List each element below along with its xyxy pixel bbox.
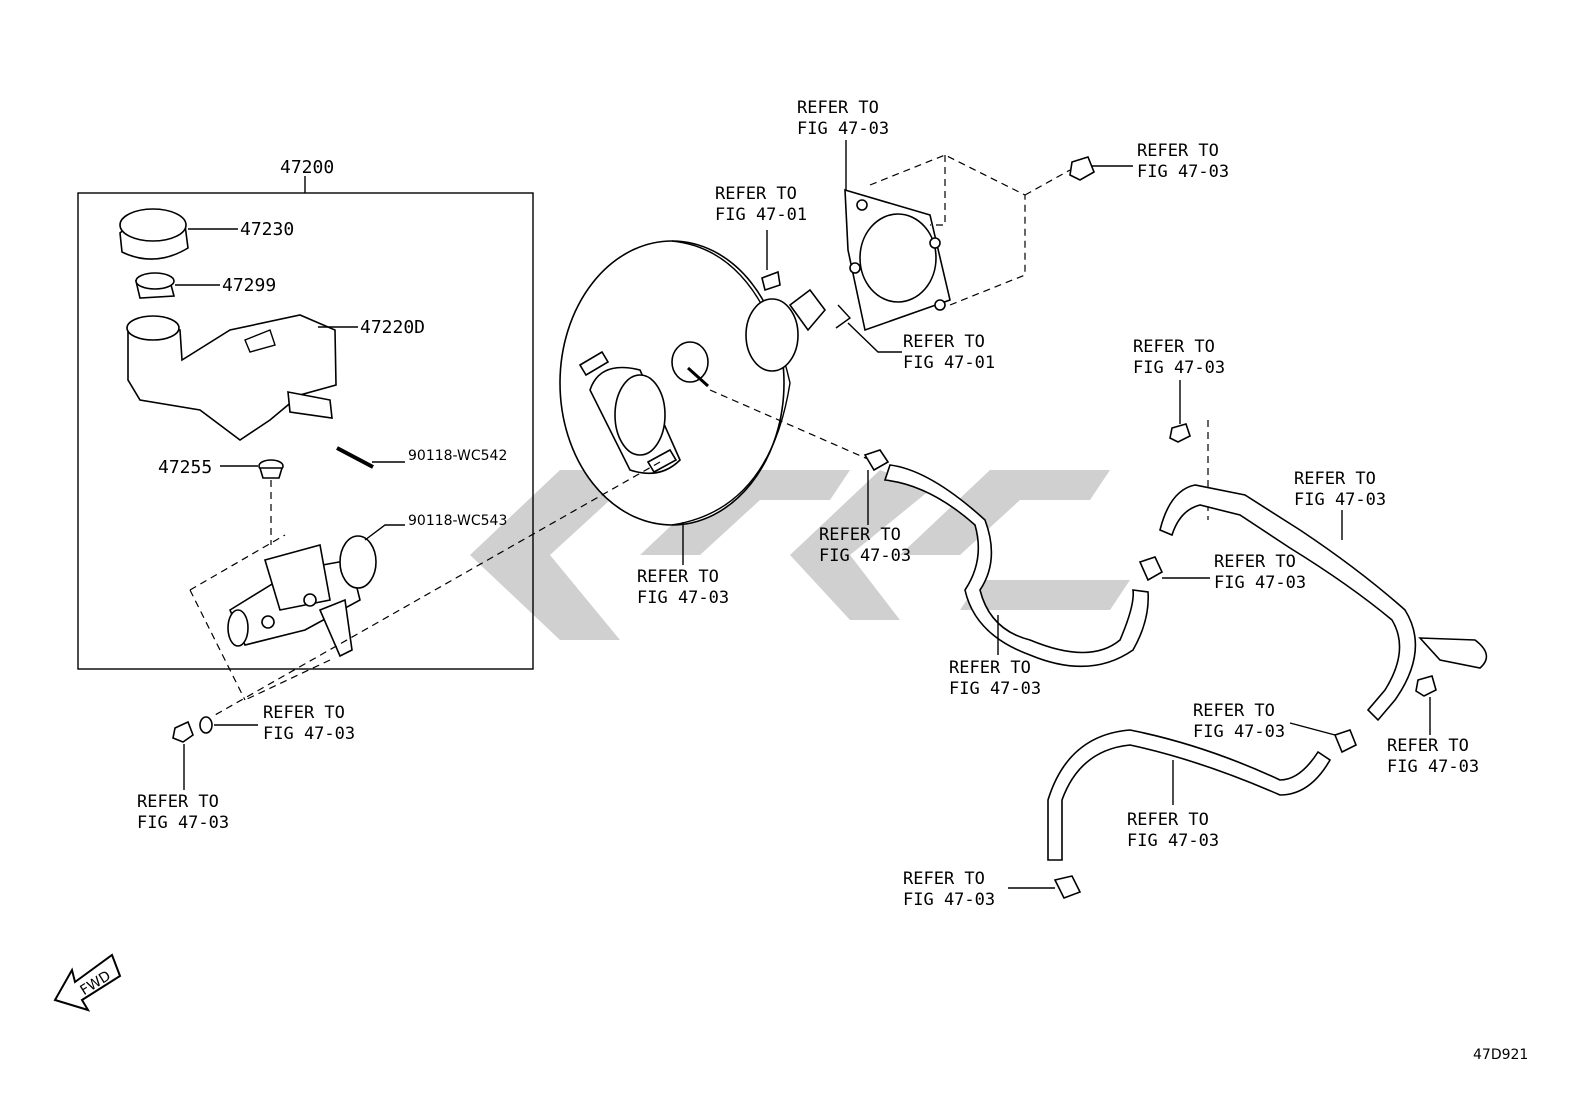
ref-clamp2-line2: FIG 47-03 — [1214, 573, 1306, 593]
ref-hose2-line1: REFER TO — [1127, 810, 1209, 830]
pipe-bracket — [1418, 637, 1488, 669]
nut-top — [1069, 156, 1096, 181]
ref-pin-line2: FIG 47-01 — [715, 205, 807, 225]
ref-nut-line2: FIG 47-03 — [263, 724, 355, 744]
ref-clamp1-line2: FIG 47-03 — [819, 546, 911, 566]
ref-clamp2-line1: REFER TO — [1214, 552, 1296, 572]
reservoir-strainer — [134, 272, 176, 299]
label-47299: 47299 — [222, 275, 276, 296]
reservoir-cap — [119, 208, 189, 260]
hose-clamp-booster — [863, 449, 890, 472]
ref-pin-line1: REFER TO — [715, 184, 797, 204]
hose-clamp-bottom — [1053, 875, 1082, 900]
ref-bracketnut-line1: REFER TO — [1387, 736, 1469, 756]
ref-clip-line2: FIG 47-01 — [903, 353, 995, 373]
ref-clamp3-line1: REFER TO — [1193, 701, 1275, 721]
brake-booster — [559, 240, 827, 526]
label-90118-wc543: 90118-WC543 — [408, 513, 507, 529]
ref-topnut-line2: FIG 47-03 — [1137, 162, 1229, 182]
ref-clamp1-line1: REFER TO — [819, 525, 901, 545]
ref-booster-line2: FIG 47-03 — [637, 588, 729, 608]
ref-clamp4-line2: FIG 47-03 — [903, 890, 995, 910]
grommet-47255 — [258, 459, 284, 479]
label-90118-wc542: 90118-WC542 — [408, 448, 507, 464]
vacuum-hose-1 — [883, 464, 1150, 668]
hose-clamp-right — [1333, 729, 1358, 754]
figure-id: 47D921 — [1473, 1047, 1528, 1063]
ref-valvenut-line1: REFER TO — [1133, 337, 1215, 357]
ref-gasket-line2: FIG 47-03 — [797, 119, 889, 139]
ref-nut-line1: REFER TO — [263, 703, 345, 723]
label-47200: 47200 — [280, 157, 334, 178]
booster-gasket — [844, 188, 951, 332]
ref-clip-line1: REFER TO — [903, 332, 985, 352]
mount-nut-lower-left — [172, 716, 213, 743]
ref-pipe-line1: REFER TO — [1294, 469, 1376, 489]
watermark — [470, 470, 1130, 640]
ref-nut-b-line1: REFER TO — [137, 792, 219, 812]
fwd-arrow-icon: FWD — [53, 953, 122, 1012]
ref-booster-line1: REFER TO — [637, 567, 719, 587]
ref-valvenut-line2: FIG 47-03 — [1133, 358, 1225, 378]
ref-pipe-line2: FIG 47-03 — [1294, 490, 1386, 510]
label-47220d: 47220D — [360, 317, 425, 338]
ref-topnut-line1: REFER TO — [1137, 141, 1219, 161]
ref-hose1-line2: FIG 47-03 — [949, 679, 1041, 699]
ref-clamp3-line2: FIG 47-03 — [1193, 722, 1285, 742]
ref-hose1-line1: REFER TO — [949, 658, 1031, 678]
brake-reservoir — [126, 314, 337, 441]
ref-clamp4-line1: REFER TO — [903, 869, 985, 889]
hose-clamp-mid — [1138, 556, 1164, 582]
ref-hose2-line2: FIG 47-03 — [1127, 831, 1219, 851]
label-47230: 47230 — [240, 219, 294, 240]
ref-gasket-line1: REFER TO — [797, 98, 879, 118]
vacuum-pipe — [1159, 484, 1417, 722]
ref-nut-b-line2: FIG 47-03 — [137, 813, 229, 833]
nut-bracket — [1415, 675, 1437, 697]
master-cylinder — [227, 535, 377, 658]
nut-valve — [1169, 423, 1191, 443]
label-47255: 47255 — [158, 457, 212, 478]
vacuum-hose-2 — [1047, 729, 1332, 861]
ref-bracketnut-line2: FIG 47-03 — [1387, 757, 1479, 777]
